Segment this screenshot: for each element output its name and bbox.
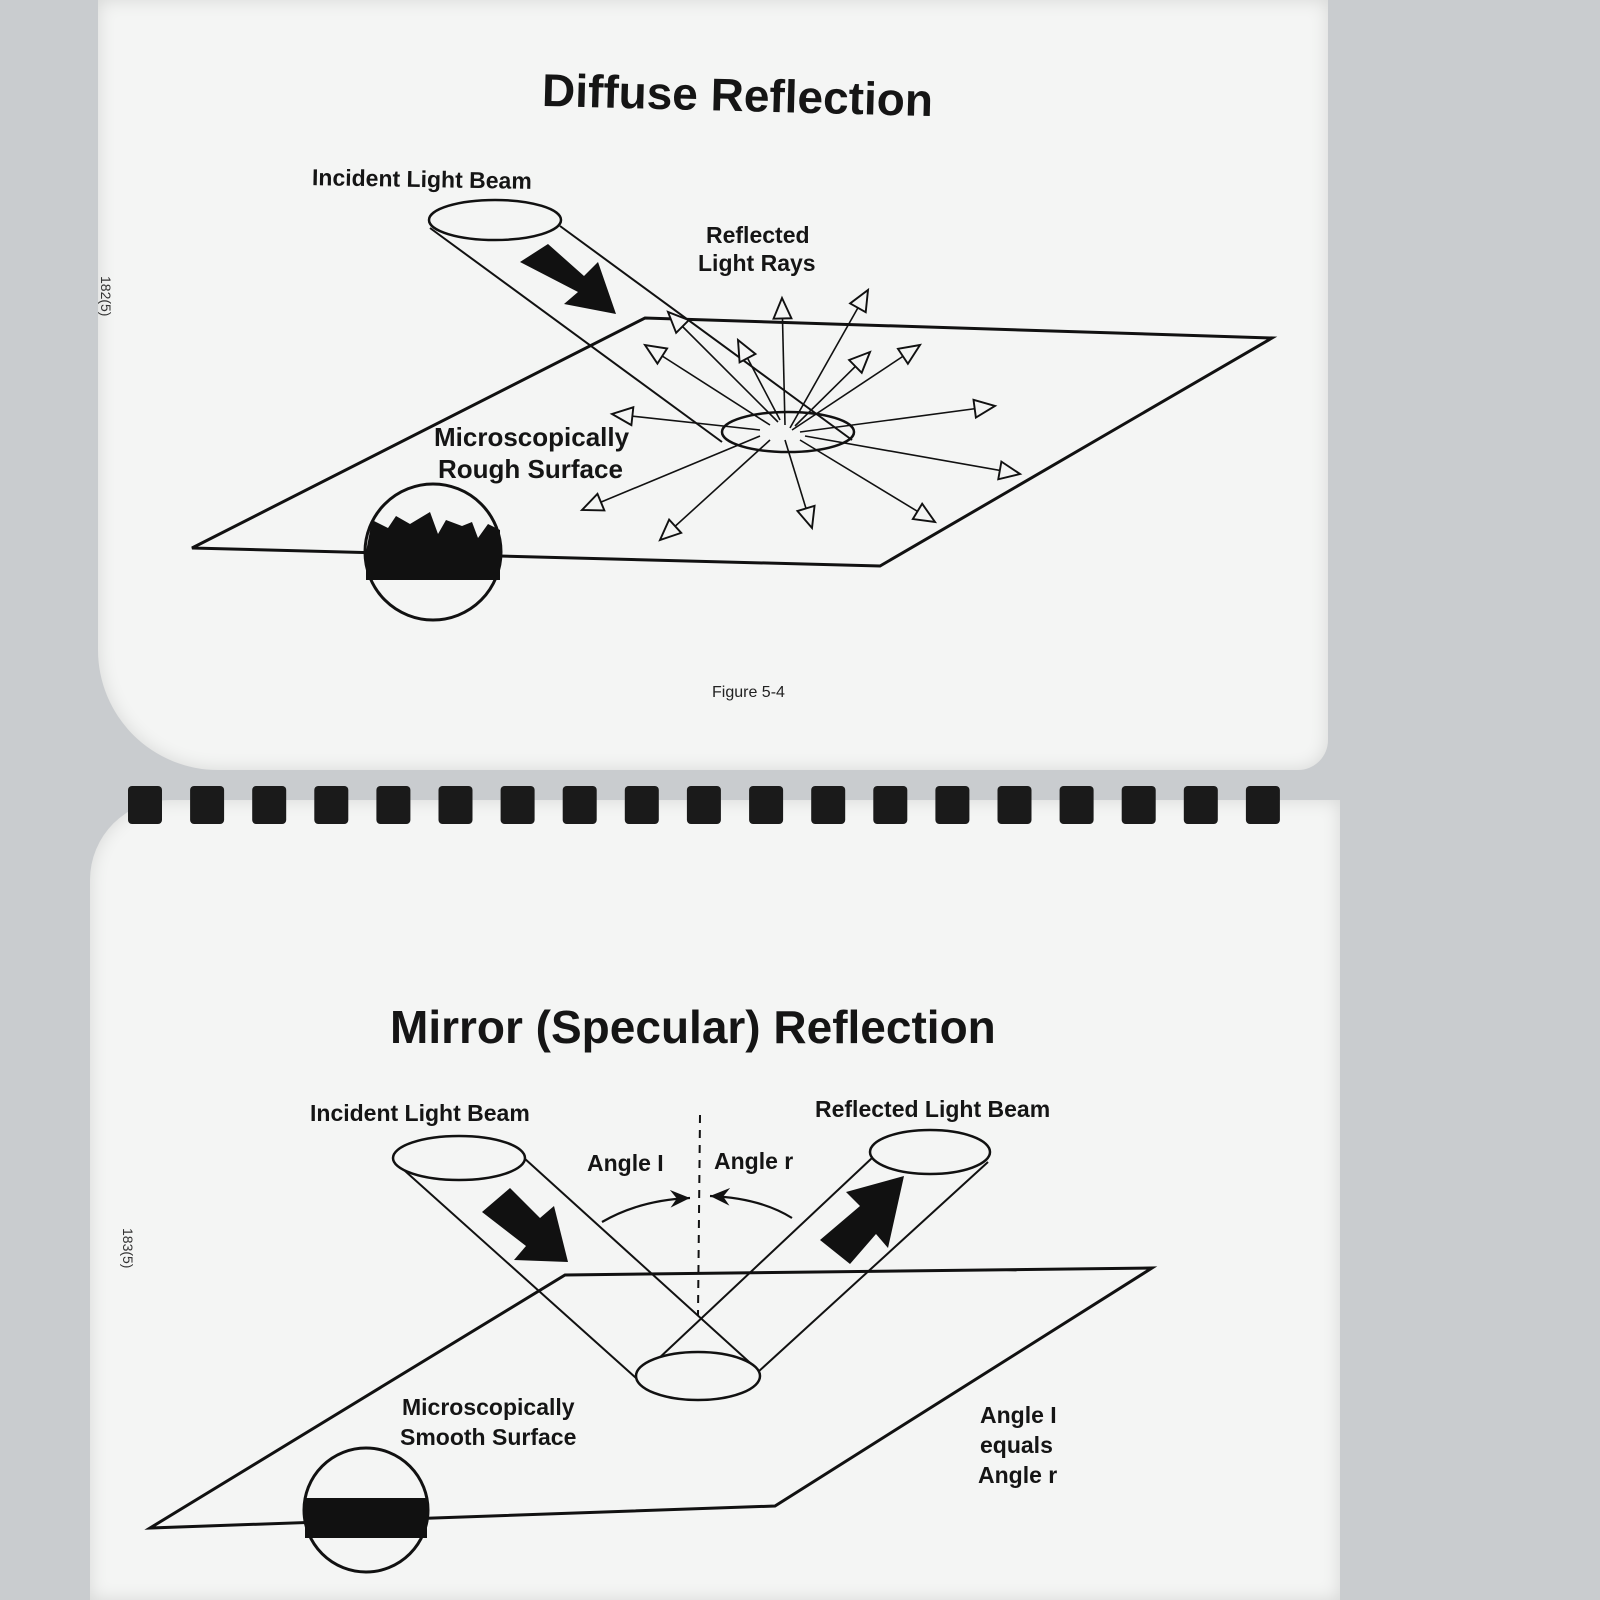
angle-i-arc bbox=[601, 1190, 691, 1223]
binding-ring bbox=[935, 786, 970, 824]
binding-ring bbox=[438, 786, 473, 824]
rough-surface-plane bbox=[191, 316, 1278, 568]
incident-beam-top bbox=[391, 1134, 527, 1182]
binding-ring bbox=[190, 786, 225, 824]
binding-ring bbox=[1121, 786, 1156, 824]
binding-ring bbox=[686, 786, 721, 824]
illuminated-spot bbox=[720, 410, 856, 454]
binding-ring bbox=[997, 786, 1032, 824]
binding-ring bbox=[1059, 786, 1094, 824]
binding-ring bbox=[873, 786, 908, 824]
binding-ring bbox=[562, 786, 597, 824]
reflected-beam-label: Reflected Light Beam bbox=[815, 1096, 1051, 1122]
binding-ring bbox=[624, 786, 659, 824]
reflected-beam-top bbox=[868, 1128, 992, 1176]
binding-ring bbox=[252, 786, 287, 824]
page-number: 182(5) bbox=[98, 276, 114, 317]
binding-ring bbox=[1183, 786, 1218, 824]
binding-ring bbox=[811, 786, 846, 824]
incident-beam-label: Incident Light Beam bbox=[310, 1100, 530, 1126]
angle-r-arc bbox=[709, 1188, 793, 1219]
equals-line2: equals bbox=[980, 1432, 1053, 1458]
reflected-rays-label-line2: Light Rays bbox=[698, 250, 816, 276]
page-number: 183(5) bbox=[120, 1228, 136, 1269]
figure-caption: Figure 5-4 bbox=[712, 684, 785, 701]
angle-i-label: Angle I bbox=[587, 1150, 664, 1176]
binding-ring bbox=[128, 786, 162, 824]
diffuse-diagram bbox=[191, 198, 1278, 622]
normal-line bbox=[697, 1114, 701, 1316]
reflected-arrow bbox=[820, 1176, 904, 1264]
reflected-rays bbox=[579, 287, 1023, 542]
surface-label-line1: Microscopically bbox=[402, 1394, 575, 1420]
incident-arrow bbox=[482, 1188, 568, 1262]
surface-label-line2: Smooth Surface bbox=[400, 1424, 577, 1450]
incident-beam-label: Incident Light Beam bbox=[311, 164, 533, 194]
binding-ring bbox=[500, 786, 535, 824]
surface-label-line1: Microscopically bbox=[434, 422, 630, 452]
smooth-profile bbox=[305, 1498, 427, 1538]
incident-beam-top bbox=[427, 198, 563, 242]
binding-ring bbox=[749, 786, 784, 824]
reflected-rays-label-line1: Reflected bbox=[706, 222, 810, 248]
incident-arrow bbox=[520, 244, 616, 314]
binding-ring bbox=[314, 786, 349, 824]
binding-ring bbox=[376, 786, 411, 824]
equals-line1: Angle I bbox=[980, 1402, 1057, 1428]
specular-diagram bbox=[144, 1114, 1158, 1574]
rough-profile bbox=[366, 512, 500, 580]
surface-label-line2: Rough Surface bbox=[438, 454, 623, 484]
angle-r-label: Angle r bbox=[714, 1148, 794, 1174]
binding-ring bbox=[1245, 786, 1280, 824]
smooth-surface-plane bbox=[144, 1266, 1158, 1530]
equals-line3: Angle r bbox=[978, 1462, 1058, 1488]
spiral-binding bbox=[128, 786, 1280, 824]
page-title: Diffuse Reflection bbox=[541, 63, 934, 127]
page-title: Mirror (Specular) Reflection bbox=[390, 1001, 996, 1053]
top-page bbox=[98, 0, 1328, 770]
reflection-spot bbox=[634, 1350, 762, 1402]
